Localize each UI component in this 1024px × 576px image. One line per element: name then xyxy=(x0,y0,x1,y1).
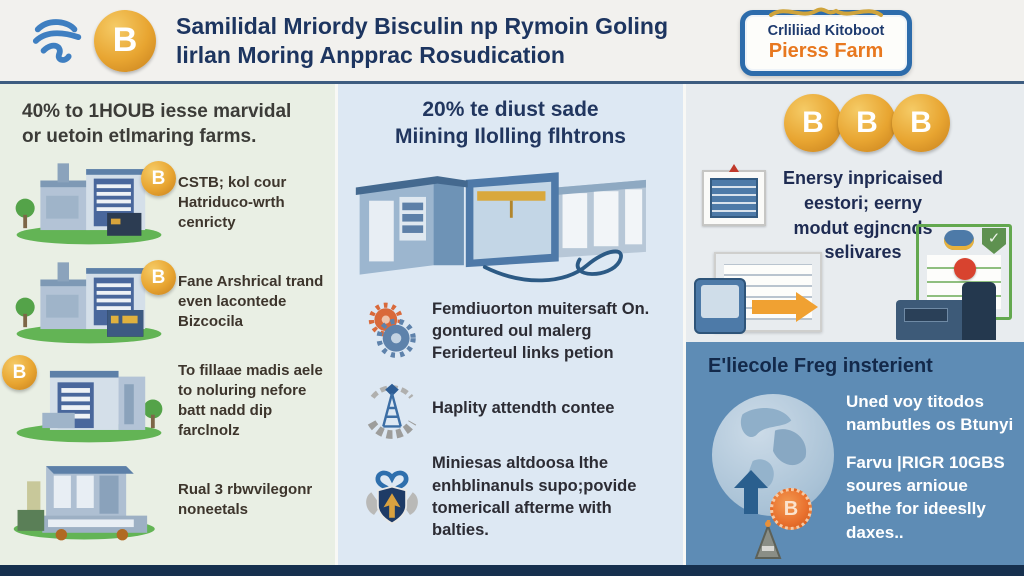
middle-column-heading: 20% te diust sade Miining Ilolling flhtr… xyxy=(338,84,683,151)
cloud-icon xyxy=(944,230,974,250)
coin-glyph: B xyxy=(12,361,27,383)
list-item: Rual 3 rbwvilegonr noneetals xyxy=(0,450,335,549)
page-title-line1: Samilidal Mriordy Bisculin np Rymoin Gol… xyxy=(176,12,668,39)
gold-filigree-icon xyxy=(769,7,883,17)
energy-text-block: Enersy inpricaised eestori; eerny modut … xyxy=(764,166,962,265)
list-item-text: Rual 3 rbwvilegonr noneetals xyxy=(178,481,313,518)
mining-building-truck-icon xyxy=(0,452,178,547)
bitcoin-coin-icon: B xyxy=(892,94,950,152)
coin-glyph: B xyxy=(151,167,166,189)
list-item: B To fillaae madis aele to noluring nefo… xyxy=(0,351,335,450)
mining-farm-building-icon: B xyxy=(0,155,178,250)
list-item: Femdiuorton muitersaft On. gontured oul … xyxy=(338,292,683,371)
bitcoin-coin-icon: B xyxy=(141,161,176,197)
badge-subtitle: Pierss Farm xyxy=(768,40,884,62)
footer-bar xyxy=(0,565,1024,576)
list-item-text: Haplity attendth contee xyxy=(432,399,615,418)
certified-document-icon: ✓ xyxy=(896,224,1018,340)
bitcoin-coin-icon: B xyxy=(838,94,896,152)
coin-glyph: B xyxy=(856,106,878,139)
document-transfer-icon xyxy=(694,252,828,338)
mid-heading-line1: 20% te diust sade xyxy=(422,98,599,121)
tower-gear-icon xyxy=(352,376,432,440)
coin-glyph: B xyxy=(151,266,166,288)
list-item-text: To fillaae madis aele to noluring nefore… xyxy=(178,362,323,439)
list-item-text: Femdiuorton muitersaft On. gontured oul … xyxy=(432,299,650,363)
ecology-text-block: Uned voy titodos nambutles os Btunyi Far… xyxy=(846,390,1014,544)
shield-heart-icon xyxy=(352,462,432,532)
list-item-text: Fane Arshrical trand even lacontede Bizc… xyxy=(178,273,324,330)
monitor-screen xyxy=(710,178,758,218)
orange-bitcoin-icon: B xyxy=(770,488,812,530)
drill-tower-icon xyxy=(754,520,782,559)
list-item: B Fane Arshrical trand even lacontede Bi… xyxy=(0,252,335,351)
bitcoin-coin-icon: B xyxy=(784,94,842,152)
scribble-logo-icon xyxy=(32,18,82,63)
badge-title: Crliliiad Kitoboot xyxy=(767,23,885,39)
bitcoin-coin-icon: B xyxy=(2,355,37,391)
coin-glyph: B xyxy=(783,497,799,520)
columns-container: 40% to 1HOUB iesse marvidal or uetoin et… xyxy=(0,84,1024,565)
framed-monitor-icon xyxy=(702,164,766,226)
left-heading-line2: or uetoin etlmaring farms. xyxy=(22,125,257,147)
list-item: Miniesas altdoosa lthe enhblinanuls supo… xyxy=(338,446,683,547)
page-title: Samilidal Mriordy Bisculin np Rymoin Gol… xyxy=(176,12,668,70)
energy-text-line3: modut egjncnds xyxy=(793,217,933,238)
coin-glyph: B xyxy=(112,21,138,59)
energy-text-line2: eestori; eerny xyxy=(803,192,923,213)
list-item: Haplity attendth contee xyxy=(338,370,683,446)
ecology-section-heading: E'liecole Freg insterient xyxy=(708,355,933,377)
mining-farm-building-icon: B xyxy=(0,353,178,448)
mid-heading-line2: Miining Ilolling flhtrons xyxy=(395,125,626,149)
ecology-paragraph-2: Farvu |RIGR 10GBS soures arnioue bethe f… xyxy=(846,453,1005,542)
energy-text-line1: Enersy inpricaised xyxy=(782,168,944,188)
globe-icon xyxy=(712,394,834,516)
coin-glyph: B xyxy=(910,106,932,139)
right-column: B B B Enersy inpricaised eestori; eerny … xyxy=(686,84,1024,565)
page-title-line2: lirlan Moring Anpprac Rosudication xyxy=(176,41,565,68)
mining-container-modules-illustration xyxy=(355,171,646,282)
left-column-heading: 40% to 1HOUB iesse marvidal or uetoin et… xyxy=(0,84,335,153)
up-arrow-icon xyxy=(734,470,768,514)
certified-farm-badge: Crliliiad Kitoboot Pierss Farm xyxy=(740,7,912,76)
ecology-section: E'liecole Freg insterient B xyxy=(686,342,1024,565)
red-pin-icon xyxy=(954,258,976,280)
list-item: B CSTB; kol cour Hatriduco-wrth cenricty xyxy=(0,153,335,252)
bitcoin-coin-icon: B xyxy=(141,260,176,296)
middle-column-mining-holdings: 20% te diust sade Miining Ilolling flhtr… xyxy=(338,84,686,565)
mining-machine-icon xyxy=(896,282,996,340)
ecology-paragraph-1: Uned voy titodos nambutles os Btunyi xyxy=(846,392,1014,435)
coins-row: B B B xyxy=(710,84,1024,152)
mining-device-icon xyxy=(694,278,746,334)
bitcoin-coin-icon: B xyxy=(94,9,156,72)
mining-farm-building-icon: B xyxy=(0,254,178,349)
list-item-text: Miniesas altdoosa lthe enhblinanuls supo… xyxy=(432,454,637,540)
list-item-text: CSTB; kol cour Hatriduco-wrth cenricty xyxy=(178,174,287,231)
energy-text-line4: selivares xyxy=(824,242,902,263)
orange-arrow-icon xyxy=(752,292,818,322)
left-column-mining-farms: 40% to 1HOUB iesse marvidal or uetoin et… xyxy=(0,84,338,565)
right-top-section: B B B Enersy inpricaised eestori; eerny … xyxy=(686,84,1024,342)
coin-glyph: B xyxy=(802,106,824,139)
gears-icon xyxy=(352,300,432,362)
left-heading-line1: 40% to 1HOUB iesse marvidal xyxy=(22,101,292,122)
